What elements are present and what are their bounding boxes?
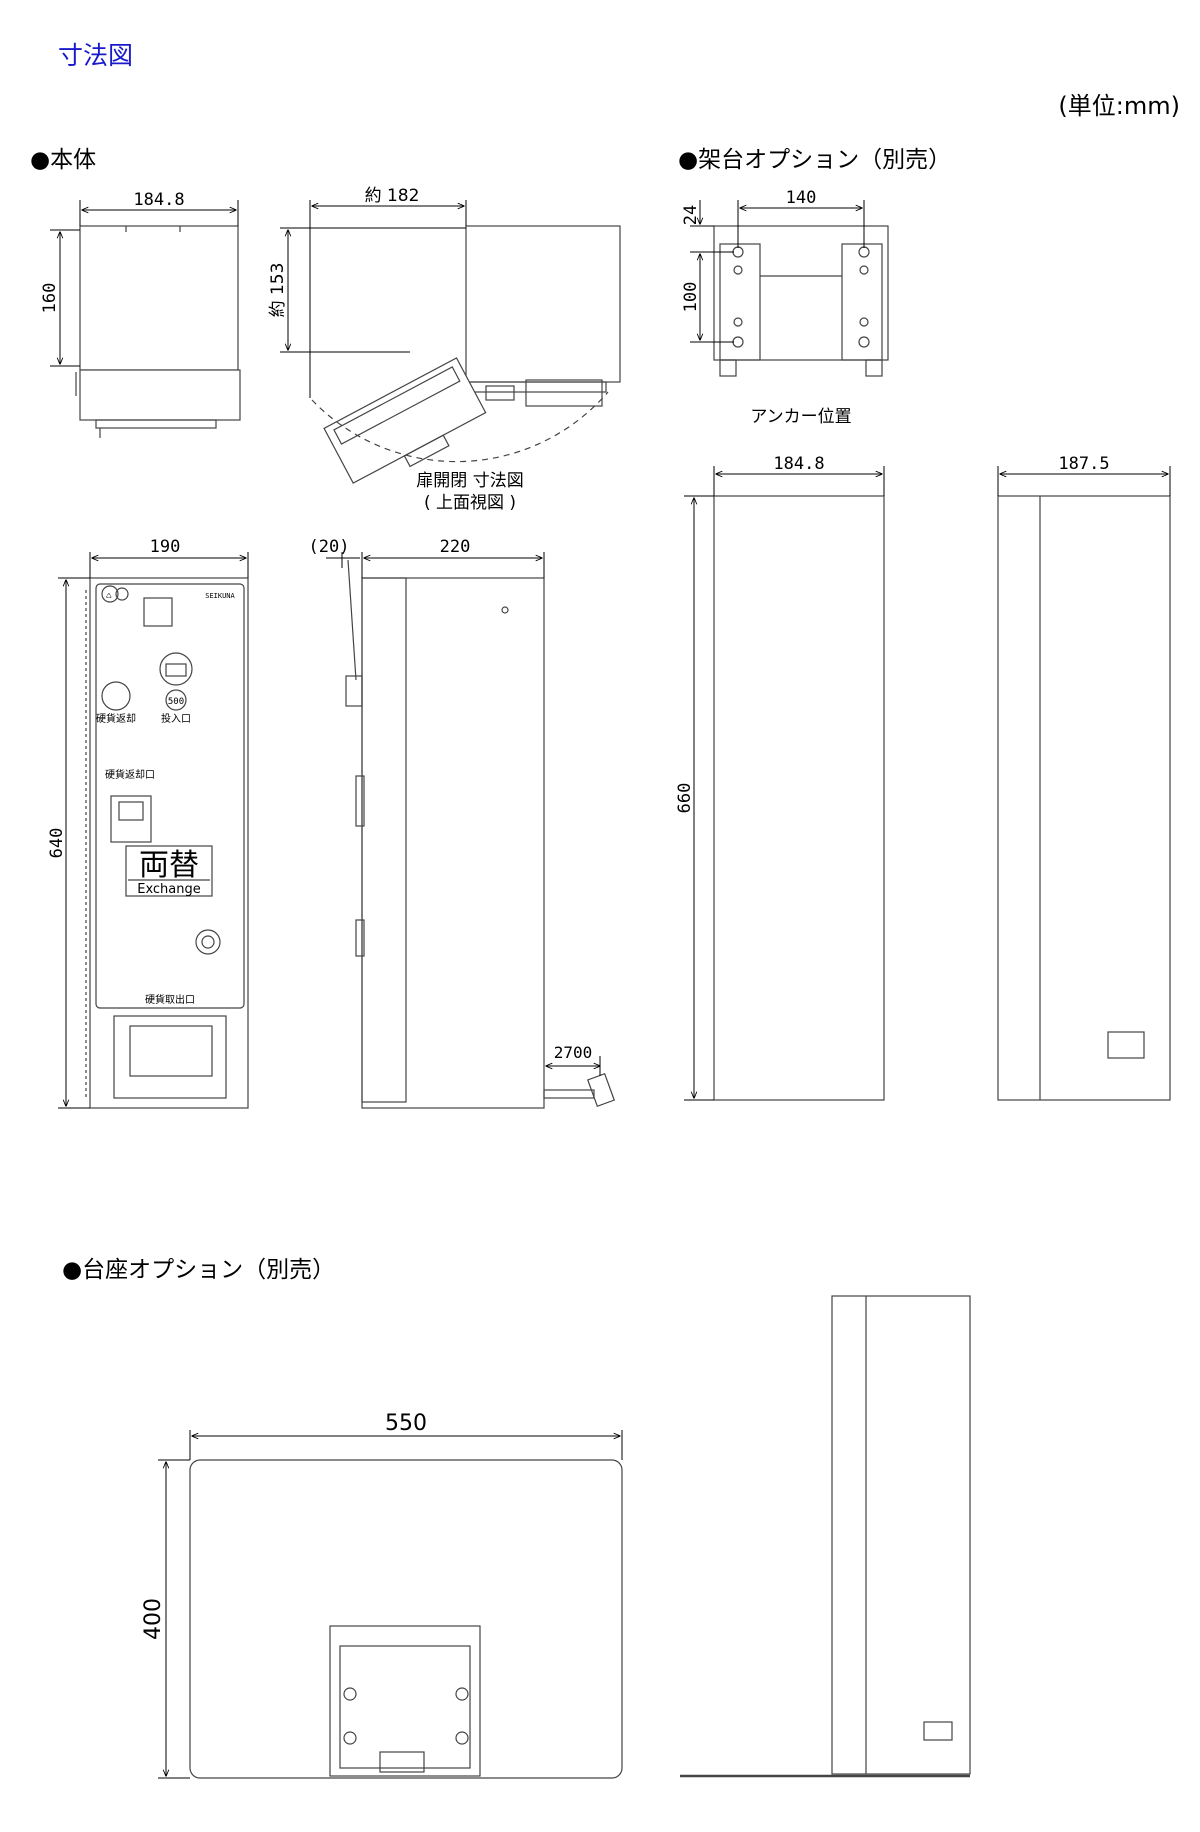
main-top-width-label: 184.8: [133, 190, 184, 210]
frame-top-hole-dim: [690, 200, 865, 343]
frame-front-height-label: 660: [675, 783, 695, 814]
section-heading-frame-option: ●架台オプション（別売）: [678, 147, 952, 173]
exchange-sign-sub: Exchange: [137, 882, 201, 897]
frame-front-height-dim: [684, 495, 714, 1101]
main-side-depth-dim: [326, 552, 545, 578]
cable-length-label: 2700: [554, 1043, 593, 1062]
main-front-height-label: 640: [47, 828, 67, 859]
door-open-view: [311, 225, 621, 484]
base-plate-width-dim: [189, 1430, 623, 1460]
frame-top-hole-spacing-y: 100: [681, 282, 701, 313]
coin-dispense-port-label: 硬貨取出口: [145, 993, 195, 1006]
main-front-width-label: 190: [150, 537, 181, 557]
door-open-width-dim: [309, 200, 467, 398]
frame-top-hole-spacing-x: 140: [786, 188, 817, 208]
main-top-view: [75, 225, 241, 438]
base-plate-width-label: 550: [385, 1411, 427, 1436]
exchange-sign-main: 両替: [139, 848, 199, 883]
door-open-depth-label: 約 153: [268, 263, 288, 318]
door-open-caption: 扉開閉 寸法図: [416, 471, 523, 491]
main-front-height-dim: [58, 577, 90, 1109]
door-open-width-label: 約 182: [365, 186, 420, 206]
main-front-view: [85, 577, 249, 1109]
main-side-door-offset-label: (20): [309, 537, 350, 557]
section-heading-base-option: ●台座オプション（別売）: [62, 1257, 336, 1283]
frame-top-caption: アンカー位置: [750, 407, 851, 427]
frame-front-width-label: 184.8: [773, 454, 824, 474]
page-title: 寸法図: [58, 41, 134, 70]
main-front-width-dim: [89, 552, 249, 578]
main-side-depth-label: 220: [440, 537, 471, 557]
frame-side-depth-dim: [997, 466, 1171, 496]
frame-front-view: [713, 495, 885, 1101]
coin-return-lever-label: 硬貨返却: [96, 712, 136, 725]
frame-front-width-dim: [713, 466, 885, 496]
door-open-depth-dim: [280, 227, 466, 353]
main-side-view: [345, 559, 616, 1109]
frame-side-depth-label: 187.5: [1058, 454, 1109, 474]
main-top-width-dim: [79, 200, 239, 226]
base-side-view: [680, 1295, 971, 1778]
frame-top-view: [713, 225, 889, 377]
frame-top-offset: 24: [681, 205, 701, 225]
coin-return-port-label: 硬貨返却口: [105, 768, 155, 781]
cable-length-dim: [546, 1056, 600, 1076]
recycle-icon: ♺: [106, 591, 112, 601]
base-plate-depth-dim: [158, 1459, 190, 1779]
base-plate-top-view: [189, 1459, 623, 1779]
main-top-height-label: 160: [40, 283, 60, 314]
coin-slot-label: 投入口: [161, 712, 191, 725]
main-top-height-dim: [50, 229, 80, 367]
section-heading-main-unit: ●本体: [30, 147, 97, 173]
door-open-caption-sub: ( 上面視図 ): [424, 493, 516, 513]
unit-label: (単位:mm): [1058, 92, 1180, 120]
frame-side-view: [997, 495, 1171, 1101]
brand-logo: SEIKUNA: [205, 592, 235, 600]
coin-500-mark: 500: [168, 697, 184, 707]
base-plate-depth-label: 400: [141, 1598, 166, 1640]
